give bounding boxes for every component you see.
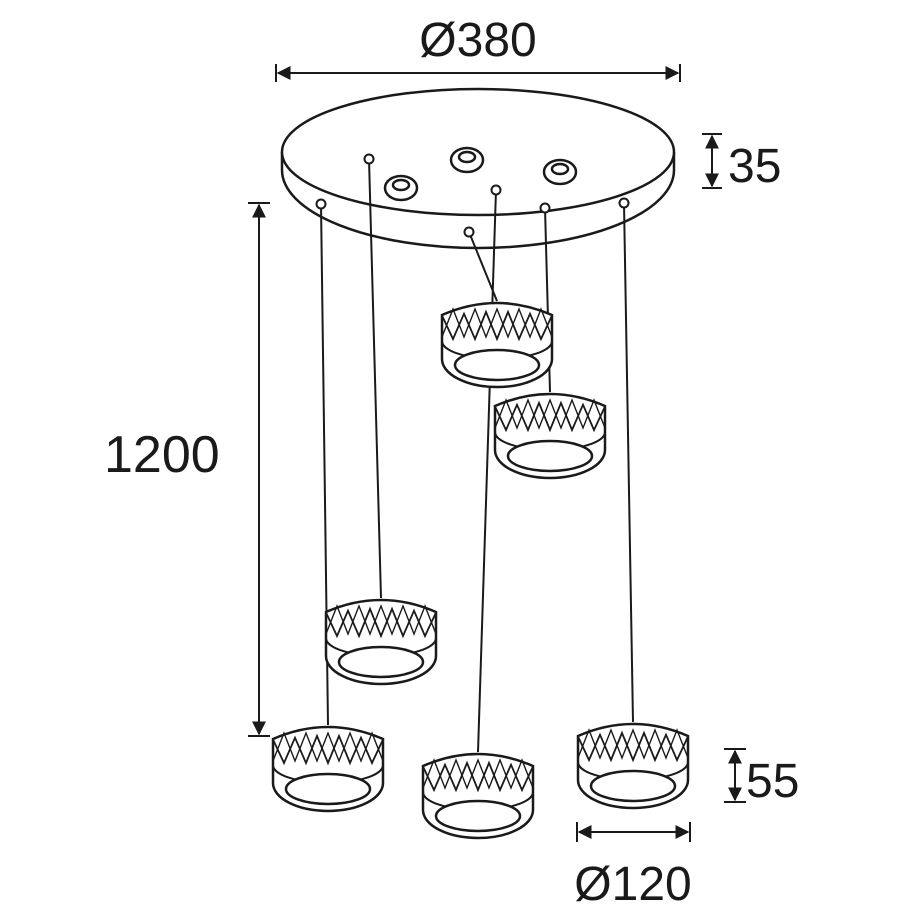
drop-length-label: 1200 [104,426,220,484]
pendant-shade [440,301,554,389]
canopy-screws [383,146,578,202]
dimension-canopy-height: 35 [702,133,781,193]
cable [477,184,502,753]
pendant-shade [421,752,535,840]
dimension-shade-diameter: Ø120 [574,822,692,911]
screw [383,174,419,202]
cable [363,153,382,599]
canopy-height-label: 35 [728,140,781,193]
pendant-shade [493,392,607,480]
shades [271,301,690,840]
screw [542,158,578,186]
pendant-shade [576,722,690,810]
shade-height-label: 55 [746,755,799,808]
dimension-shade-height: 55 [724,748,799,808]
cable [618,197,634,723]
shade-diameter-label: Ø120 [574,858,691,911]
canopy-diameter-label: Ø380 [419,14,536,67]
dimension-canopy-diameter: Ø380 [275,14,681,82]
pendant-shade [324,598,438,686]
dimension-drop-length: 1200 [104,202,270,737]
screw [449,146,485,174]
pendant-shade [271,725,385,813]
